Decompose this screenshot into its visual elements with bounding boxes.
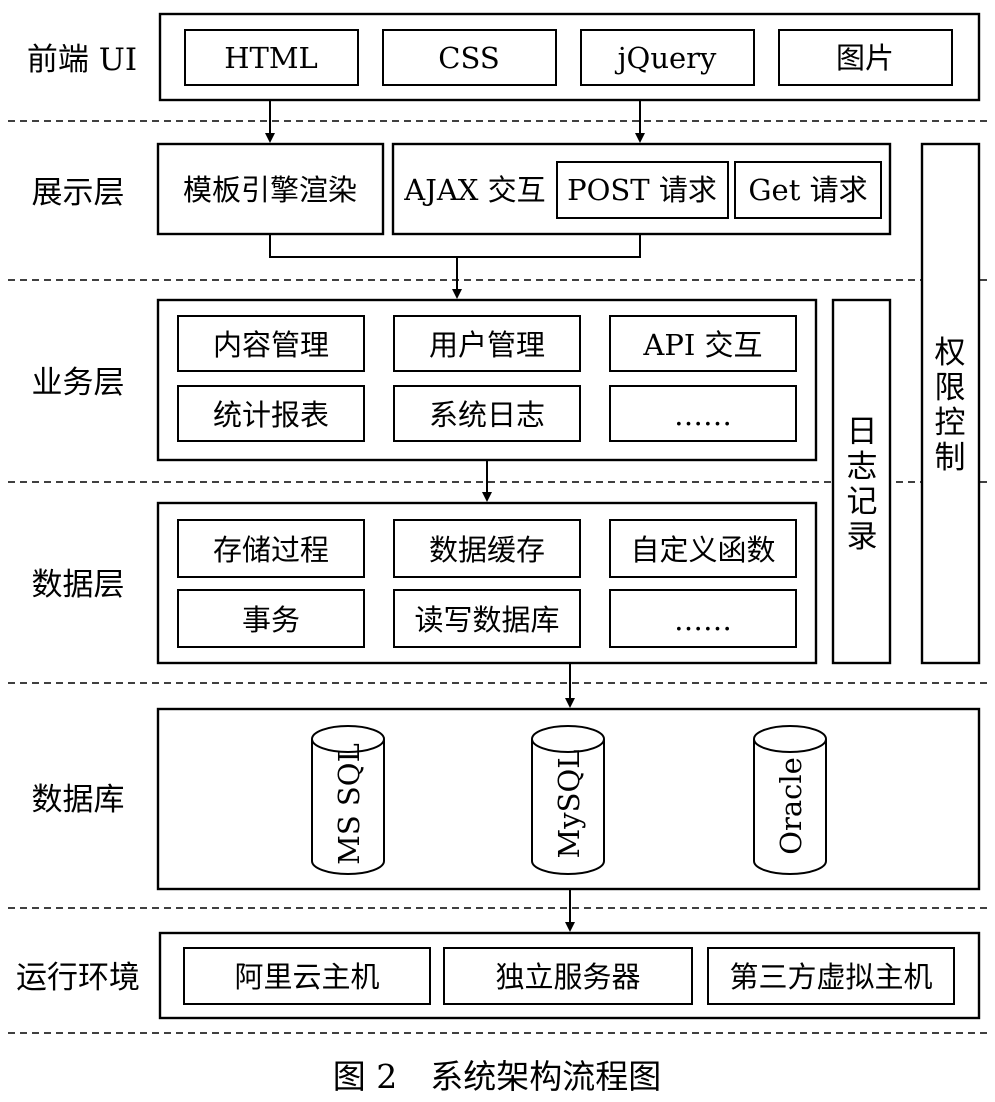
permission-control-char: 控 [935,405,966,441]
business-item-box [609,385,797,442]
figure-caption: 图 2 系统架构流程图 [333,1057,662,1096]
log-record-char: 记 [847,484,878,520]
merge-connector [269,234,641,258]
business-item-box [609,315,797,372]
ajax-label: AJAX 交互 [403,173,545,207]
log-record-char: 日 [847,414,878,450]
business-item: 统计报表 [213,398,329,432]
log-record-char: 录 [847,519,878,555]
permission-control-char: 制 [935,440,966,476]
database-cylinder-mysql [531,725,605,875]
business-item-box [177,385,365,442]
business-item: 内容管理 [213,328,329,362]
frontend-item: 图片 [836,41,894,75]
database-cylinder-oracle [753,725,827,875]
runtime-item-box [443,947,693,1005]
frontend-item: jQuery [615,41,717,75]
frontend-item-box [580,29,755,86]
database-label: MySQL [552,750,586,859]
post-request-box [556,161,729,219]
data-item: 自定义函数 [630,533,775,567]
business-item-box [393,385,581,442]
runtime-item-box [707,947,955,1005]
database-label: MS SQL [332,743,366,865]
data-item: …… [674,603,732,637]
get-request-label: Get 请求 [748,173,867,207]
post-request-label: POST 请求 [567,173,717,207]
layer-label-presentation: 展示层 [32,175,125,211]
frontend-item: HTML [224,41,318,75]
business-item: 系统日志 [429,398,545,432]
log-record-char: 志 [847,449,878,485]
database-label: Oracle [774,757,808,855]
data-item: 事务 [242,603,300,637]
business-item-box [177,315,365,372]
permission-control-bar [920,142,981,665]
data-item-box [393,519,581,578]
runtime-item-box [183,947,431,1005]
business-item: …… [674,398,732,432]
frontend-item-box [778,29,953,86]
data-item-box [609,519,797,578]
frontend-item: CSS [438,41,499,75]
layer-label-database: 数据库 [32,782,125,818]
business-item-box [393,315,581,372]
database-cylinder-mssql [311,725,385,875]
data-item-box [609,589,797,648]
data-item-box [177,519,365,578]
data-item: 数据缓存 [429,533,545,567]
layer-label-frontend: 前端 UI [27,42,137,78]
log-record-bar [831,298,892,665]
permission-control-char: 限 [935,370,966,406]
data-item-box [393,589,581,648]
frontend-item-box [184,29,359,86]
layer-label-business: 业务层 [32,365,125,401]
data-item-box [177,589,365,648]
frontend-item-box [382,29,557,86]
template-render-box [156,142,385,236]
business-item: 用户管理 [429,328,545,362]
layer-label-runtime: 运行环境 [16,960,140,996]
get-request-box [734,161,882,219]
data-item: 读写数据库 [414,603,559,637]
template-render-label: 模板引擎渲染 [183,173,357,207]
runtime-item: 第三方虚拟主机 [729,960,932,994]
runtime-item: 独立服务器 [495,960,640,994]
business-item: API 交互 [642,328,762,362]
permission-control-char: 权 [935,335,966,371]
runtime-item: 阿里云主机 [234,960,379,994]
data-item: 存储过程 [213,533,329,567]
layer-label-data: 数据层 [32,567,125,603]
